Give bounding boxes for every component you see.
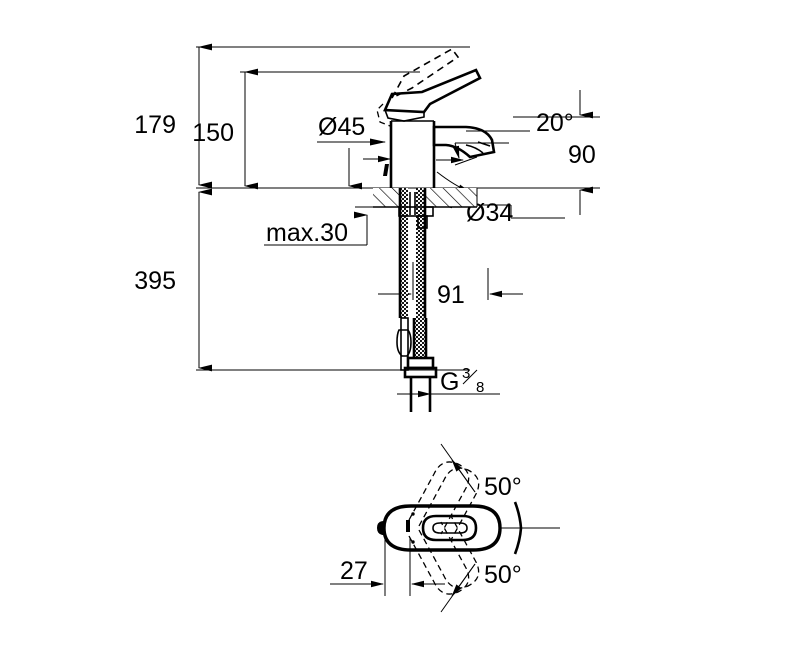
swivel-ghost-lower: [418, 515, 480, 589]
dimension-179-label: 179: [134, 111, 176, 139]
dimension-thread-g38: G 3 8: [397, 365, 500, 398]
top-view-dot-lower: [411, 540, 415, 544]
connection-hoses: [396, 317, 438, 412]
top-body-outline: [377, 504, 502, 552]
swivel-ghost-upper: [418, 467, 480, 541]
dimension-angle-20-label: 20°: [536, 109, 574, 137]
lever-handle: [383, 68, 482, 114]
dimension-90: 90: [513, 90, 600, 215]
dimension-395: 395: [134, 188, 212, 372]
faucet-body-graphic: [363, 47, 496, 412]
dimension-27-label: 27: [340, 557, 368, 585]
dimension-diameter-45: Ø45: [317, 113, 386, 190]
dimension-thread-numerator: 3: [462, 365, 470, 382]
front-elevation-view: 179 150 395 Ø45 20°: [134, 43, 600, 412]
top-view-lever-mark: [406, 520, 410, 532]
dimension-max-30-label: max.30: [266, 219, 348, 247]
top-view-spout-outlet: [421, 514, 478, 542]
spout-outline: [432, 125, 496, 159]
top-view-rear-tab: [377, 521, 384, 535]
leader-spout: [454, 156, 478, 166]
dimension-angle-50-upper: 50°: [440, 443, 522, 501]
top-view-dot-upper: [411, 512, 415, 516]
dimension-diameter-45-label: Ø45: [318, 113, 365, 141]
angle-50-upper-arrow: [451, 459, 476, 493]
angle-tick-lower: [513, 527, 523, 555]
dimension-150-label: 150: [192, 119, 234, 147]
top-plan-view: 50° 50° 27: [330, 443, 560, 613]
dimension-395-label: 395: [134, 267, 176, 295]
angle-tick-upper: [513, 501, 523, 529]
dimension-150: 150: [192, 68, 258, 190]
dimension-179: 179: [134, 43, 212, 189]
leader-tick-body: [383, 164, 389, 176]
dimension-thread-label: G: [440, 368, 459, 396]
top-view-body: [382, 504, 502, 552]
threaded-shank: [398, 188, 434, 318]
top-view-aerator: [432, 522, 468, 534]
dimension-90-label: 90: [568, 141, 596, 169]
dimension-thread-denominator: 8: [476, 379, 484, 396]
spout-aerator-detail: [465, 144, 484, 154]
dimension-max-30: max.30: [264, 206, 388, 247]
dimension-angle-50-lower: 50°: [440, 561, 522, 613]
dimension-91-label: 91: [437, 281, 465, 309]
dimension-angle-20: 20°: [452, 109, 574, 159]
lever-handle-ghost: [390, 47, 460, 100]
dimension-27: 27: [330, 532, 445, 596]
basin-deck-section: [373, 188, 478, 208]
angle-50-lower-arrow: [451, 563, 476, 597]
dimension-angle-50-lower-label: 50°: [484, 561, 522, 589]
spout-aerator-edge: [477, 141, 491, 147]
lever-cartridge-ghost: [376, 103, 391, 127]
dimension-angle-50-upper-label: 50°: [484, 473, 522, 501]
